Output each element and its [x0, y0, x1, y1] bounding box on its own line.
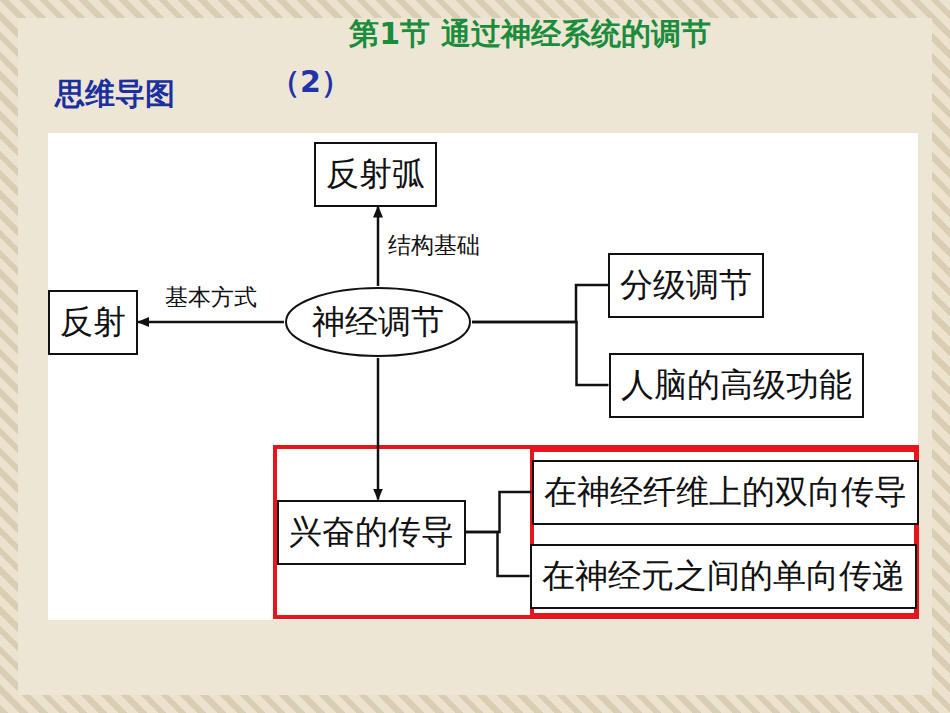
- concept-box: 人脑的高级功能: [609, 353, 864, 418]
- node-text: 分级调节: [620, 263, 752, 308]
- node-text: 在神经纤维上的双向传导: [544, 470, 907, 515]
- concept-box: 在神经纤维上的双向传导: [532, 460, 919, 525]
- section-heading: 思维导图: [55, 74, 175, 115]
- connector: [138, 321, 284, 324]
- edge-label: 结构基础: [386, 230, 482, 261]
- connector: [472, 285, 608, 322]
- edge-label: 基本方式: [163, 282, 259, 313]
- connector: [472, 322, 609, 385]
- connector: [466, 532, 530, 576]
- concept-box: 反射弧: [314, 142, 437, 207]
- node-text: 人脑的高级功能: [621, 363, 852, 408]
- ellipse-node: 神经调节: [284, 286, 472, 358]
- node-text: 在神经元之间的单向传递: [542, 554, 905, 599]
- node-text: 反射: [60, 300, 126, 345]
- node-text: 兴奋的传导: [289, 510, 454, 555]
- node-text: 神经调节: [312, 300, 444, 345]
- concept-box: 兴奋的传导: [277, 500, 466, 565]
- concept-box: 在神经元之间的单向传递: [530, 544, 917, 609]
- concept-box: 反射: [48, 290, 138, 355]
- connector: [466, 492, 532, 532]
- concept-box: 分级调节: [608, 253, 764, 318]
- connector: [377, 207, 380, 287]
- connector: [377, 358, 380, 500]
- red-highlight: [275, 447, 917, 617]
- red-highlight: [532, 450, 916, 615]
- node-text: 反射弧: [326, 152, 425, 197]
- title-suffix: （2）: [270, 62, 351, 103]
- slide-title: 第1节 通过神经系统的调节: [250, 14, 810, 55]
